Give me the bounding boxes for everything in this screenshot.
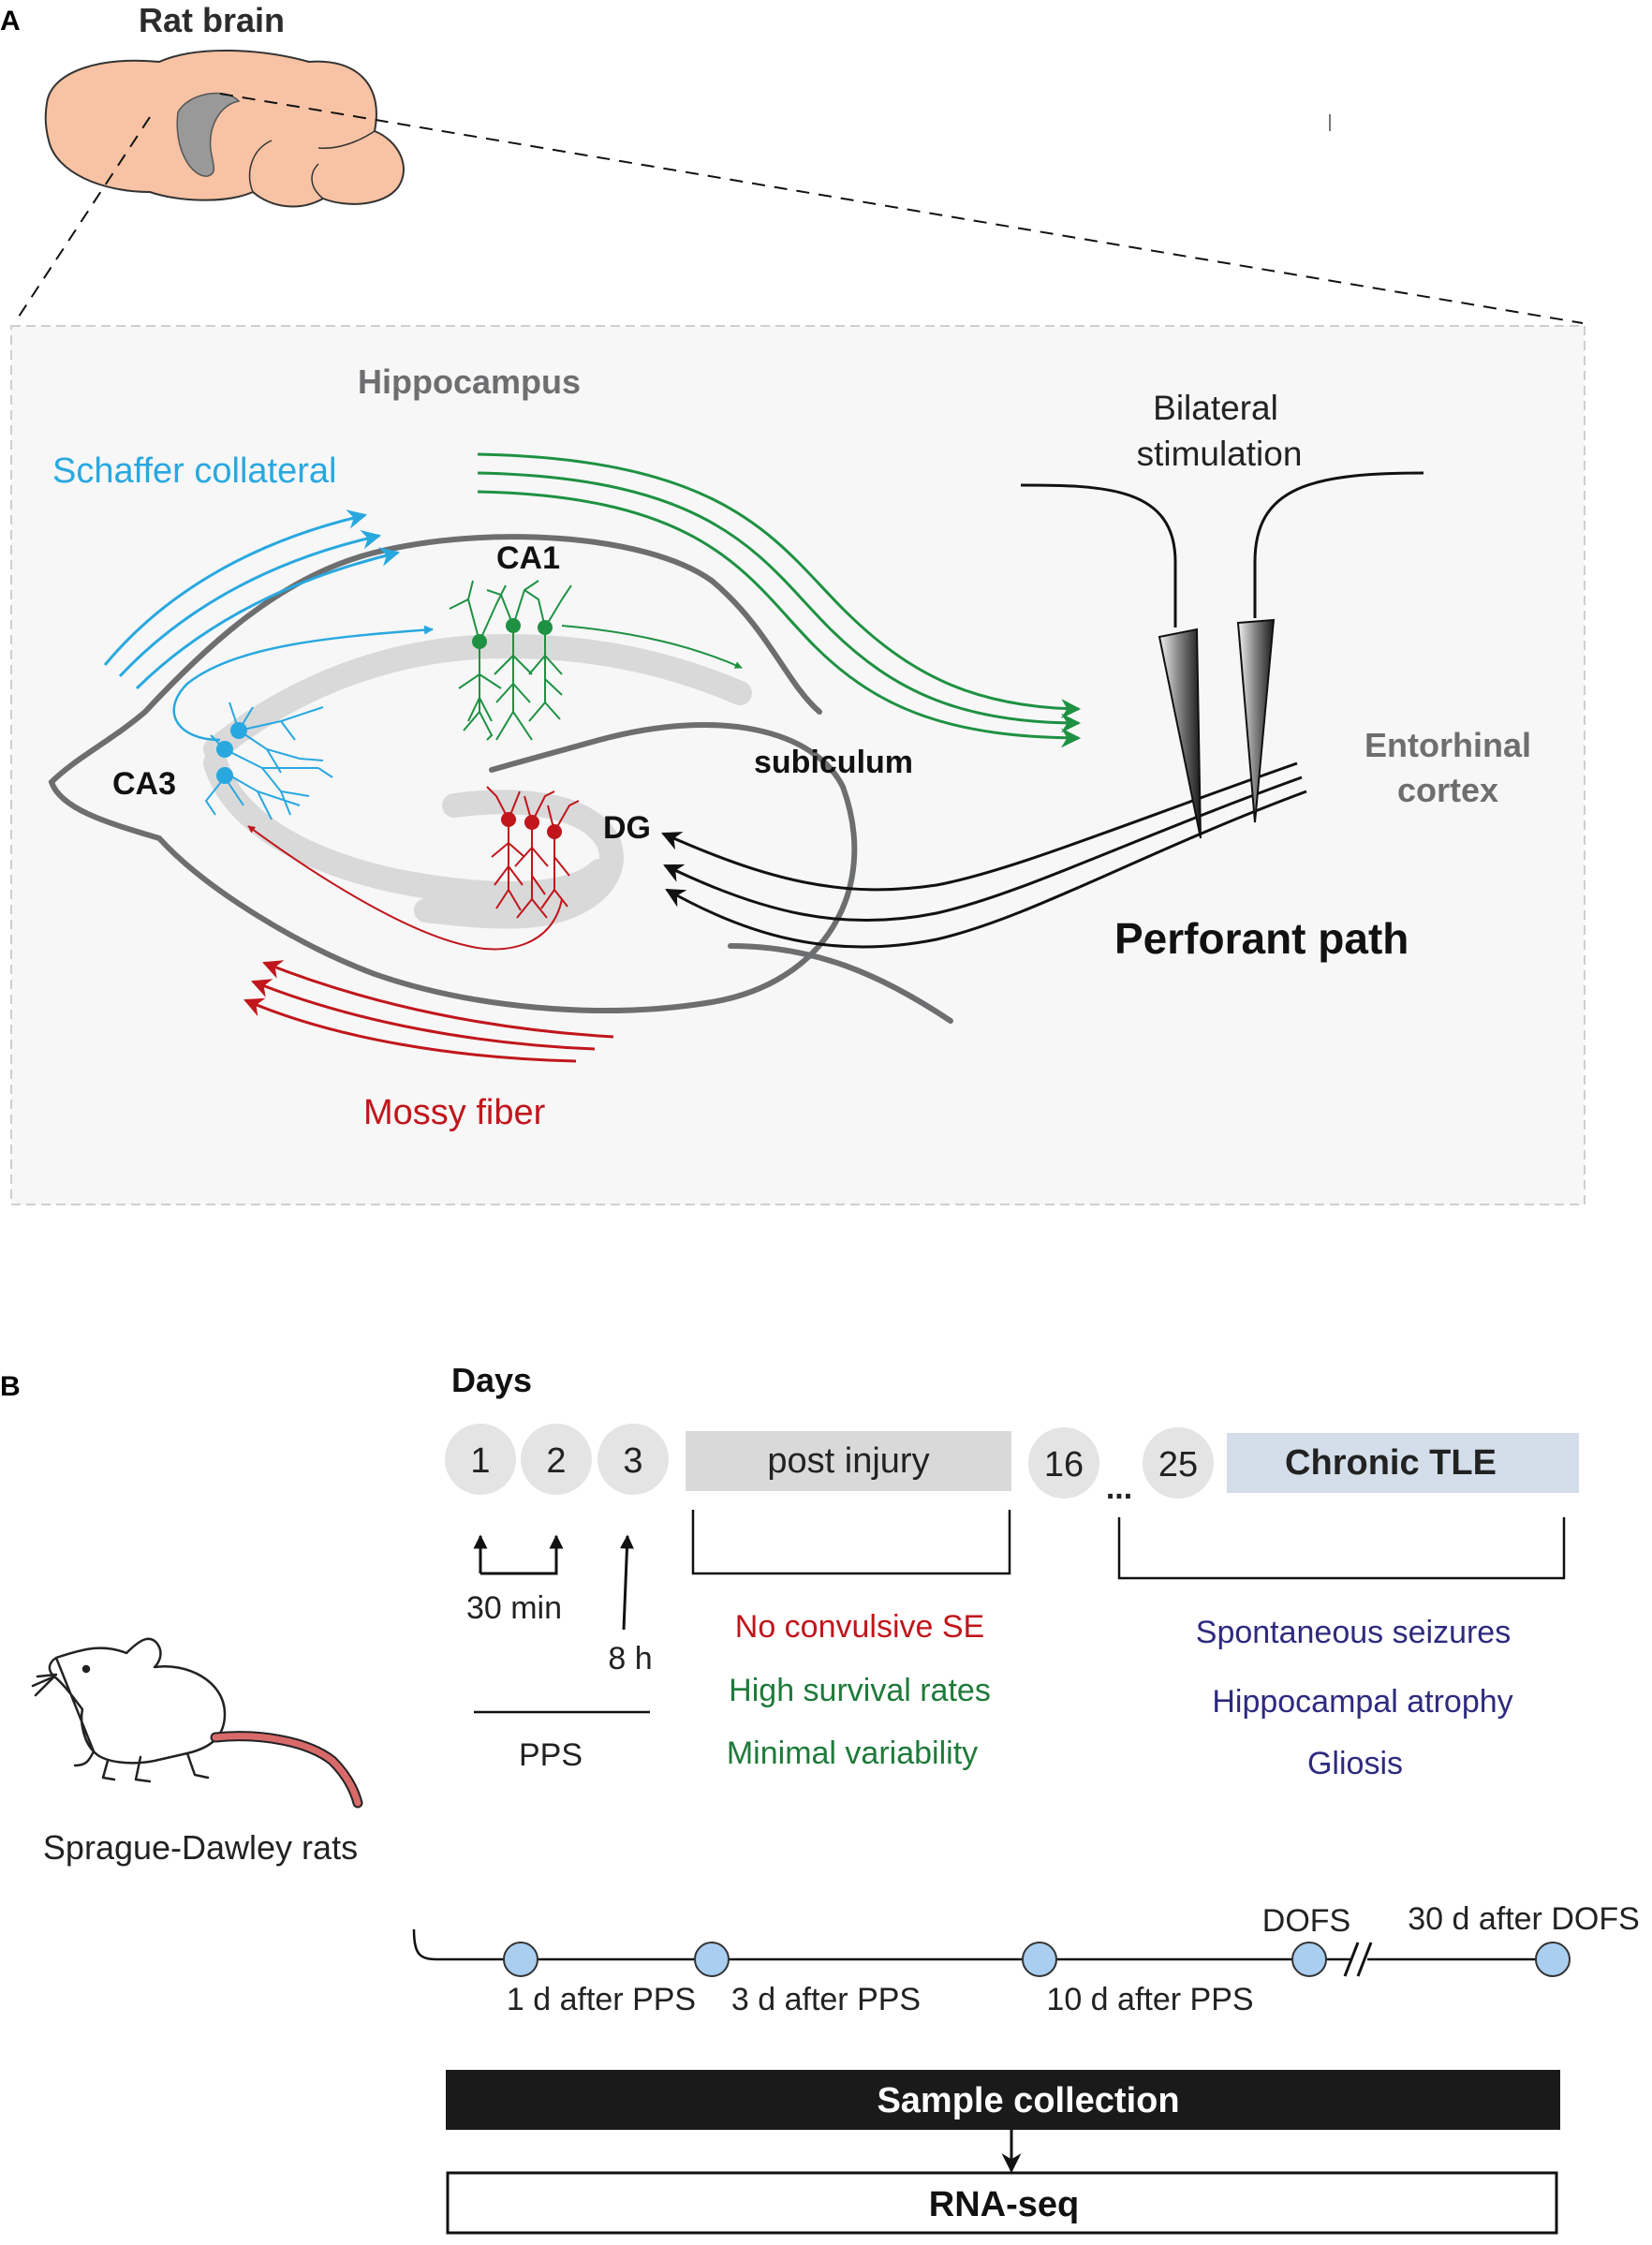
stimulation-electrodes	[1020, 471, 1424, 839]
mossy-axon	[247, 825, 563, 951]
panel-b-letter: B	[0, 1371, 21, 1402]
day-3-label: 3	[623, 1441, 642, 1481]
ellipsis: ...	[1106, 1470, 1132, 1506]
day-2-label: 2	[546, 1441, 566, 1481]
ca1-label: CA1	[496, 540, 560, 576]
day-16-label: 16	[1044, 1445, 1084, 1484]
ca1-neurons	[449, 580, 572, 741]
day-1-label: 1	[470, 1441, 490, 1481]
ca3-neurons	[204, 702, 333, 820]
schaffer-collateral-label: Schaffer collateral	[52, 451, 336, 491]
sample-label-30d-dofs: 30 d after DOFS	[1408, 1901, 1640, 1937]
outcome-hippocampal-atrophy: Hippocampal atrophy	[1212, 1684, 1512, 1720]
post-injury-label: post injury	[767, 1441, 929, 1481]
dg-label: DG	[603, 810, 651, 846]
post-injury-box	[686, 1431, 1011, 1491]
stimulation-label-line2: stimulation	[1137, 435, 1303, 473]
rat-tail-fill	[212, 1733, 361, 1807]
mossy-fibers	[243, 960, 614, 1063]
ca3-label: CA3	[112, 766, 176, 802]
stimulation-label-line1: Bilateral	[1153, 389, 1278, 427]
chronic-tle-box	[1227, 1433, 1579, 1493]
outcome-minimal-variability: Minimal variability	[727, 1735, 978, 1771]
outcome-spontaneous-seizures: Spontaneous seizures	[1196, 1615, 1511, 1650]
day-1-marker: 1	[445, 1424, 516, 1495]
outcome-gliosis: Gliosis	[1307, 1746, 1403, 1781]
hippocampus-panel-frame	[10, 325, 1586, 1205]
sample-label-dofs: DOFS	[1262, 1903, 1350, 1939]
days-label: Days	[451, 1361, 532, 1399]
schaffer-collateral-fibers	[103, 510, 401, 690]
outcome-no-convulsive-se: No convulsive SE	[735, 1609, 984, 1645]
subiculum-label: subiculum	[754, 745, 913, 780]
day-25-marker: 25	[1143, 1427, 1214, 1499]
schaffer-axon	[172, 625, 434, 742]
timeline-break-icon	[1343, 1942, 1373, 1977]
panel-a-letter: A	[0, 6, 21, 37]
sample-collection-bar	[446, 2070, 1560, 2130]
pps-stimulation-arrows	[473, 1534, 634, 1631]
ca1-axon	[561, 625, 743, 669]
day-25-label: 25	[1158, 1445, 1198, 1484]
ca1-output-fibers	[477, 452, 1082, 748]
cell-layers	[203, 633, 752, 929]
entorhinal-label-line1: Entorhinal	[1364, 726, 1531, 764]
interval-8h-label: 8 h	[608, 1641, 652, 1676]
hippocampus-outline	[48, 534, 953, 1024]
sampling-points	[503, 1942, 1571, 1977]
entorhinal-label-line2: cortex	[1397, 771, 1498, 809]
rat-illustration	[31, 1637, 227, 1783]
chronic-bracket	[1117, 1517, 1566, 1580]
zoom-lines	[18, 93, 1584, 324]
mossy-fiber-label: Mossy fiber	[363, 1093, 546, 1132]
sample-label-1d: 1 d after PPS	[507, 1982, 696, 2017]
rat-brain-illustration	[44, 49, 405, 208]
perforant-path-label: Perforant path	[1114, 914, 1409, 963]
sample-label-3d: 3 d after PPS	[731, 1982, 921, 2017]
animal-label: Sprague-Dawley rats	[43, 1828, 358, 1867]
day-16-marker: 16	[1028, 1427, 1099, 1499]
day-2-marker: 2	[521, 1424, 592, 1495]
sample-label-10d: 10 d after PPS	[1046, 1982, 1253, 2017]
hippocampus-title: Hippocampus	[358, 362, 581, 401]
rna-seq-box	[446, 2171, 1558, 2235]
day-3-marker: 3	[597, 1424, 669, 1495]
pps-label: PPS	[519, 1737, 583, 1773]
rat-brain-title: Rat brain	[139, 1, 285, 39]
perforant-path-fibers	[661, 761, 1307, 949]
chronic-tle-label: Chronic TLE	[1285, 1443, 1497, 1483]
sample-collection-label: Sample collection	[877, 2081, 1179, 2120]
outcome-high-survival: High survival rates	[729, 1673, 991, 1708]
rna-seq-label: RNA-seq	[929, 2185, 1079, 2224]
sampling-timeline	[412, 1928, 1350, 1961]
post-injury-bracket	[691, 1510, 1011, 1575]
dg-neurons	[486, 786, 580, 919]
interval-30min-label: 30 min	[466, 1590, 562, 1626]
